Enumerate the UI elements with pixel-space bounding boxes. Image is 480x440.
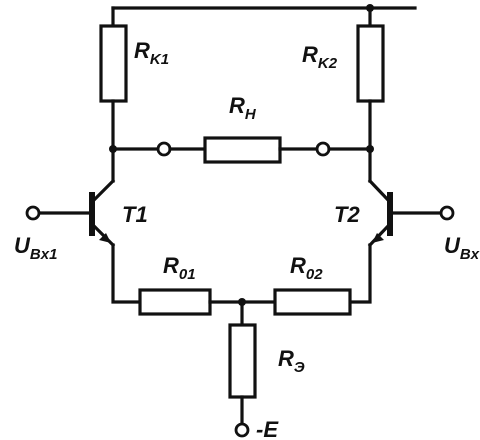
resistor-rn	[203, 136, 282, 164]
t1-emitter-arrow	[99, 233, 111, 243]
label-re: RЭ	[278, 346, 305, 376]
label-uin2: UBx	[444, 233, 480, 263]
supply-terminal	[234, 422, 250, 438]
t2-emitter-wire	[348, 243, 372, 304]
label-rn: RH	[229, 93, 257, 123]
t1-input-terminal	[25, 205, 41, 221]
t2-collector-lead	[367, 178, 392, 204]
load-terminal-left	[156, 141, 172, 157]
resistor-r02	[273, 288, 352, 316]
label-supply: -E	[256, 417, 279, 440]
label-rk2: RK2	[302, 42, 338, 72]
resistor-re	[228, 323, 257, 399]
load-terminal-right	[315, 141, 331, 157]
resistor-r01	[138, 288, 212, 316]
label-uin1: UBx1	[14, 233, 57, 263]
label-r01: R01	[163, 253, 196, 283]
label-t1: T1	[122, 202, 148, 227]
label-t2: T2	[334, 202, 360, 227]
label-rk1: RK1	[134, 38, 169, 68]
t2-input-terminal	[439, 205, 455, 221]
label-r02: R02	[290, 253, 323, 283]
t1-emitter-wire	[111, 243, 142, 304]
resistor-rk2	[356, 24, 385, 103]
t1-collector-lead	[90, 178, 116, 204]
resistor-rk1	[99, 24, 128, 103]
t2-emitter-arrow	[372, 233, 384, 243]
